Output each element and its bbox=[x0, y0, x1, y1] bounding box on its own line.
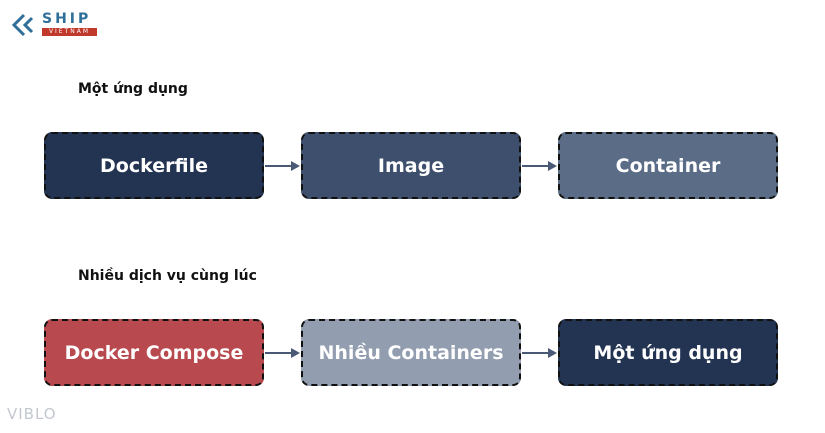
step-box-dockerfile: Dockerfile bbox=[44, 132, 264, 199]
viblo-watermark: VIBLO bbox=[7, 405, 57, 423]
section-title-multi-service: Nhiều dịch vụ cùng lúc bbox=[78, 268, 257, 284]
logo-subtitle: VIETNAM bbox=[42, 28, 97, 36]
step-box-container: Container bbox=[558, 132, 778, 199]
arrow-right-icon bbox=[522, 161, 557, 171]
arrow-right-icon bbox=[265, 161, 300, 171]
step-box-one-application: Một ứng dụng bbox=[558, 319, 778, 386]
step-box-multiple-containers: Nhiều Containers bbox=[301, 319, 521, 386]
arrow-right-icon bbox=[265, 348, 300, 358]
arrow-right-icon bbox=[522, 348, 557, 358]
step-box-docker-compose: Docker Compose bbox=[44, 319, 264, 386]
section-title-single-app: Một ứng dụng bbox=[78, 81, 188, 97]
logo-name: SHIP bbox=[42, 11, 92, 27]
step-box-image: Image bbox=[301, 132, 521, 199]
ship-logo-icon bbox=[12, 13, 34, 37]
